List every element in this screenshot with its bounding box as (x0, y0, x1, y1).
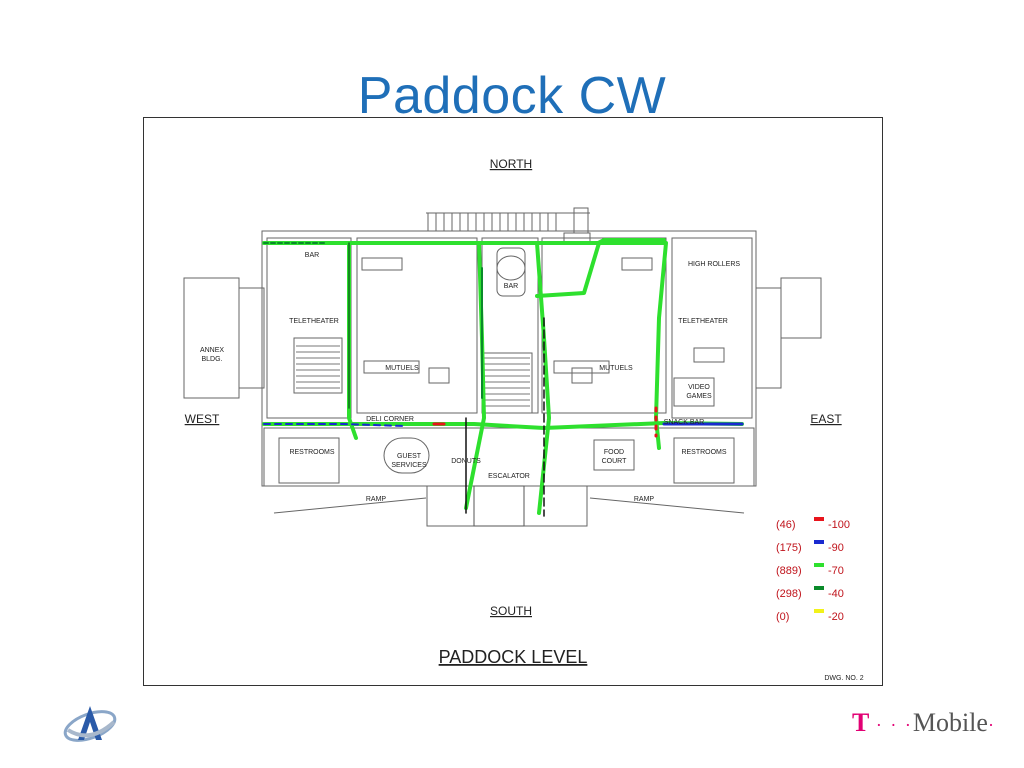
company-logo-icon (60, 700, 120, 753)
legend-count-2: (889) (776, 565, 802, 577)
logo-dots-icon: · · · (869, 715, 913, 735)
legend-count-3: (298) (776, 588, 802, 600)
legend-entry-1: (175) -90 (776, 540, 844, 554)
area-guest-line1: GUEST (397, 453, 422, 460)
area-escalator: ESCALATOR (488, 473, 530, 480)
legend-value-1: -90 (828, 542, 844, 554)
signal-routes (262, 238, 744, 517)
area-video-line1: VIDEO (688, 384, 710, 391)
area-donuts: DONUTS (451, 458, 481, 465)
area-snack-bar: SNACK BAR (664, 419, 704, 426)
area-annex-line2: BLDG. (201, 356, 222, 363)
legend-value-3: -40 (828, 588, 844, 600)
legend-entry-0: (46) -100 (776, 517, 850, 531)
legend-swatch-4 (814, 609, 824, 613)
area-teletheater-right: TELETHEATER (678, 318, 728, 325)
signal-legend: (46) -100 (175) -90 (889) -70 (298) -40 … (776, 517, 850, 623)
area-restrooms-left: RESTROOMS (289, 449, 334, 456)
east-label: EAST (810, 412, 842, 426)
floor-plan-map: NORTH SOUTH WEST EAST BAR BAR HIGH ROLLE… (143, 117, 883, 686)
area-mutuels-left: MUTUELS (385, 365, 419, 372)
level-title: PADDOCK LEVEL (439, 647, 588, 667)
building-walls (183, 207, 822, 527)
legend-swatch-3 (814, 586, 824, 590)
legend-entry-3: (298) -40 (776, 586, 844, 600)
legend-swatch-0 (814, 517, 824, 521)
legend-entry-4: (0) -20 (776, 609, 844, 623)
area-restrooms-right: RESTROOMS (681, 449, 726, 456)
area-mutuels-right: MUTUELS (599, 365, 633, 372)
legend-value-0: -100 (828, 519, 850, 531)
area-deli-corner: DELI CORNER (366, 416, 414, 423)
area-ramp-left: RAMP (366, 496, 387, 503)
north-label: NORTH (490, 157, 532, 171)
area-video-line2: GAMES (686, 393, 712, 400)
area-bar-left: BAR (305, 252, 319, 259)
area-guest-line2: SERVICES (391, 462, 427, 469)
logo-dot-icon: · (987, 715, 996, 735)
legend-swatch-1 (814, 540, 824, 544)
brand-name: Mobile (912, 708, 988, 737)
area-teletheater-left: TELETHEATER (289, 318, 339, 325)
area-bar-center: BAR (504, 283, 518, 290)
theater-seating (296, 345, 530, 407)
page-title: Paddock CW (357, 67, 667, 125)
legend-swatch-2 (814, 563, 824, 567)
area-high-rollers: HIGH ROLLERS (688, 261, 740, 268)
legend-entry-2: (889) -70 (776, 563, 844, 577)
area-food-line1: FOOD (604, 449, 624, 456)
legend-count-0: (46) (776, 519, 796, 531)
t-mobile-logo: T · · ·Mobile· (852, 708, 996, 738)
legend-count-4: (0) (776, 611, 789, 623)
legend-value-4: -20 (828, 611, 844, 623)
area-annex-line1: ANNEX (200, 347, 224, 354)
area-food-line2: COURT (602, 458, 627, 465)
t-mark-icon: T (852, 708, 870, 737)
south-label: SOUTH (490, 604, 532, 618)
west-label: WEST (185, 412, 220, 426)
floor-plan-drawing: NORTH SOUTH WEST EAST BAR BAR HIGH ROLLE… (183, 157, 864, 682)
legend-count-1: (175) (776, 542, 802, 554)
drawing-number: DWG. NO. 2 (824, 675, 863, 682)
area-ramp-right: RAMP (634, 496, 655, 503)
legend-value-2: -70 (828, 565, 844, 577)
